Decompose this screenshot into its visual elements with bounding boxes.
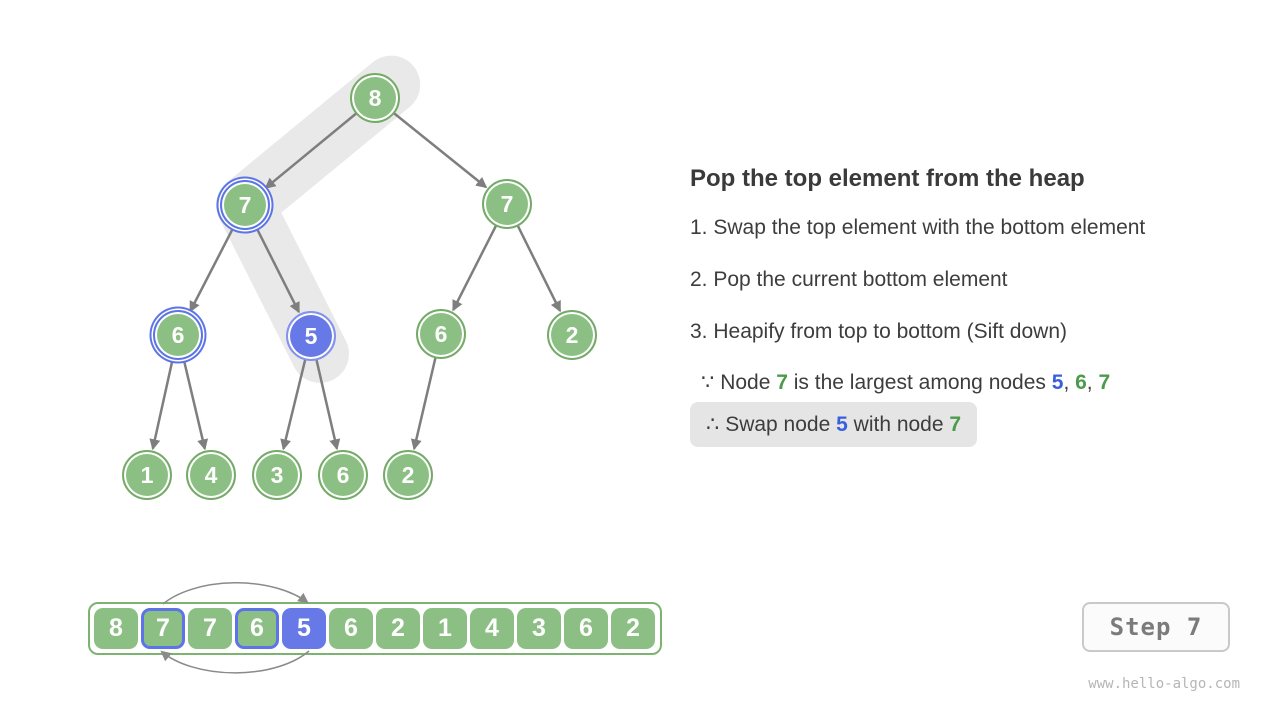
tree-node: 7 [482,179,532,229]
array-cell: 1 [423,608,467,649]
array-cell: 4 [470,608,514,649]
array-cell: 7 [141,608,185,649]
tree-node: 6 [318,450,368,500]
tree-node: 2 [383,450,433,500]
array-cell: 2 [376,608,420,649]
tree-node: 8 [350,73,400,123]
tree-node: 7 [220,180,270,230]
array-cell: 6 [235,608,279,649]
array-cell: 8 [94,608,138,649]
step-indicator: Step 7 [1082,602,1230,652]
array-cell: 7 [188,608,232,649]
tree-node: 1 [122,450,172,500]
array-cell: 3 [517,608,561,649]
array-cell: 6 [564,608,608,649]
tree-node: 3 [252,450,302,500]
array-cell: 2 [611,608,655,649]
tree-node: 6 [416,309,466,359]
tree-node: 2 [547,310,597,360]
array-cell: 6 [329,608,373,649]
array-cell: 5 [282,608,326,649]
tree-node: 4 [186,450,236,500]
tree-node: 6 [153,310,203,360]
site-watermark: www.hello-algo.com [1088,676,1240,692]
tree-node: 5 [286,311,336,361]
